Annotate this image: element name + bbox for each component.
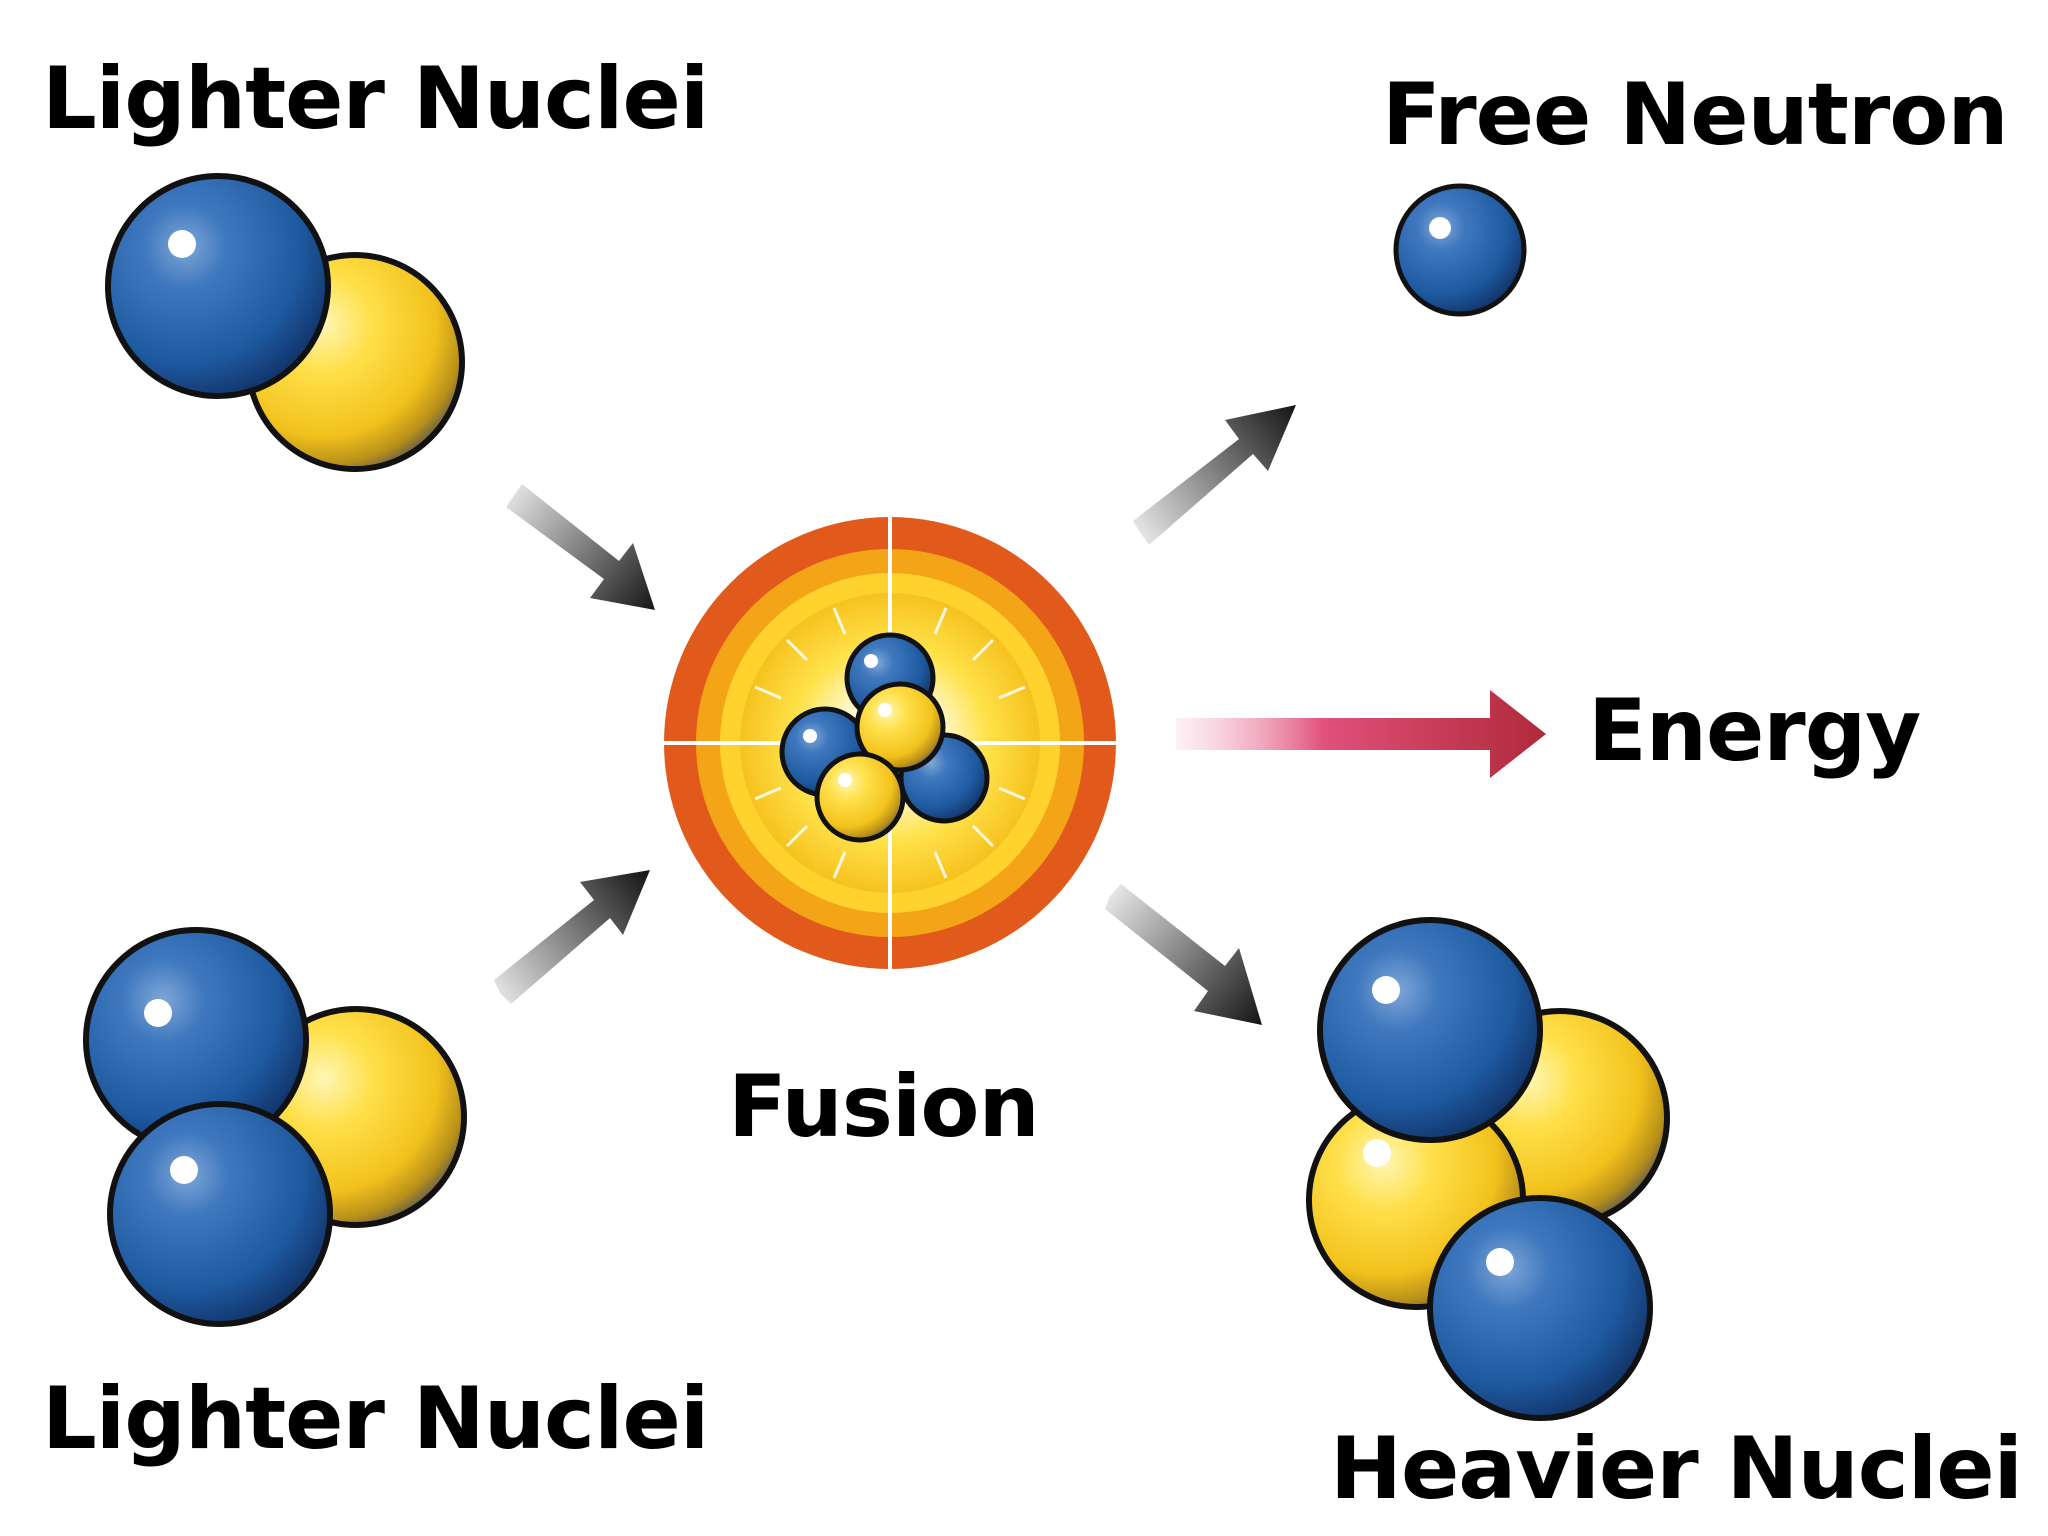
highlight-dot bbox=[1486, 1248, 1514, 1276]
arrow-to-free-neutron bbox=[1133, 405, 1296, 545]
highlight-dot bbox=[864, 654, 878, 668]
highlight-dot bbox=[1363, 1139, 1391, 1167]
neutron-sphere bbox=[1393, 183, 1527, 317]
neutron-sphere bbox=[105, 173, 331, 399]
lighter-nucleus-top bbox=[105, 173, 465, 472]
free-neutron bbox=[1393, 183, 1527, 317]
highlight-dot bbox=[168, 230, 196, 258]
energy-arrow bbox=[1176, 690, 1546, 778]
heavier-nuclei-label: Heavier Nuclei bbox=[1330, 1419, 2023, 1519]
fused-cluster bbox=[779, 632, 990, 843]
lighter-nuclei-label-bottom: Lighter Nuclei bbox=[42, 1369, 709, 1469]
proton-sphere bbox=[854, 681, 946, 773]
highlight-dot bbox=[144, 999, 172, 1027]
arrow-to-heavier-nucleus bbox=[1105, 884, 1262, 1025]
energy-label: Energy bbox=[1588, 681, 1921, 781]
neutron-sphere bbox=[107, 1101, 333, 1327]
free-neutron-label: Free Neutron bbox=[1382, 65, 2009, 165]
highlight-dot bbox=[1429, 217, 1451, 239]
lighter-nucleus-bottom bbox=[83, 927, 467, 1327]
highlight-dot bbox=[838, 773, 852, 787]
neutron-sphere bbox=[1427, 1195, 1653, 1421]
proton-sphere bbox=[814, 751, 906, 843]
highlight-dot bbox=[878, 703, 892, 717]
highlight-dot bbox=[1372, 976, 1400, 1004]
fusion-label: Fusion bbox=[728, 1057, 1040, 1157]
fusion-burst bbox=[654, 506, 1126, 980]
arrow-incoming-top bbox=[506, 484, 655, 610]
highlight-dot bbox=[170, 1156, 198, 1184]
lighter-nuclei-label-top: Lighter Nuclei bbox=[42, 49, 709, 149]
highlight-dot bbox=[803, 729, 817, 743]
neutron-sphere bbox=[1317, 917, 1543, 1143]
heavier-nucleus bbox=[1306, 917, 1670, 1421]
arrow-incoming-bottom bbox=[494, 870, 650, 1004]
